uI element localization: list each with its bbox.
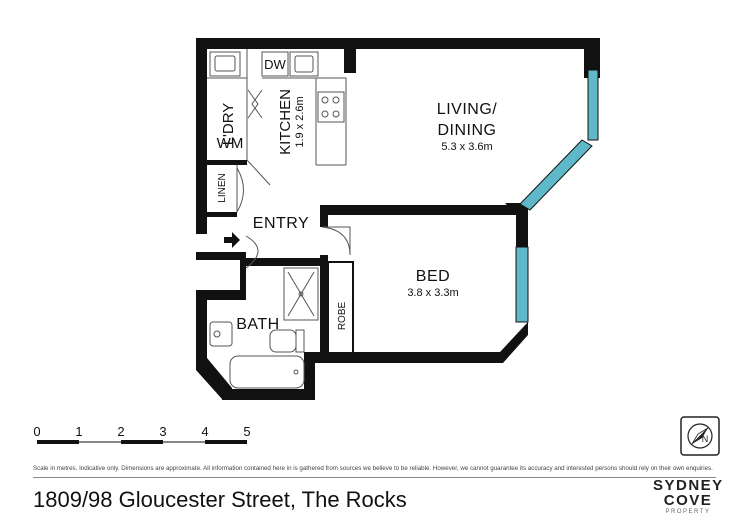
toilet	[269, 329, 297, 353]
bath-fixtures	[209, 267, 319, 389]
living-label-line1: LIVING/	[437, 101, 497, 118]
bed-label: BED	[416, 268, 450, 285]
svg-text:N: N	[702, 434, 709, 444]
bath-label: BATH	[236, 316, 279, 333]
entry-arrow-icon	[224, 232, 240, 248]
brand-line3: PROPERTY	[665, 509, 711, 515]
shower-drain-icon	[298, 291, 304, 297]
windows	[515, 69, 599, 323]
kitchen-size: 1.9 x 2.6m	[294, 96, 306, 147]
window-bed	[515, 246, 529, 323]
basin-tap-icon	[213, 330, 221, 338]
linen-label: LINEN	[217, 173, 228, 202]
basin	[209, 321, 233, 347]
bathtub	[229, 355, 305, 389]
window-living-right	[587, 69, 599, 141]
scale-tick-4: 4	[201, 424, 208, 439]
kitchen-fixtures	[207, 49, 347, 186]
shower	[283, 267, 319, 321]
brand-line1: SYDNEY	[653, 477, 724, 494]
living-size: 5.3 x 3.6m	[441, 141, 492, 153]
walls	[196, 38, 600, 400]
burner-icon	[321, 96, 329, 104]
tub-drain-icon	[293, 369, 299, 375]
property-address: 1809/98 Gloucester Street, The Rocks	[33, 487, 407, 512]
bed-door-icon	[321, 226, 351, 256]
living-label-line2: DINING	[438, 122, 497, 139]
scale-tick-2: 2	[117, 424, 124, 439]
laundry-tub	[209, 51, 241, 77]
floor-plan: L'DRY WM DW KITCHEN 1.9 x 2.6m LIVING/ D…	[33, 38, 720, 456]
scale-bar: 0 1 2 3 4 5	[33, 424, 251, 444]
kitchen-label: KITCHEN	[277, 89, 294, 155]
dishwasher-label: DW	[264, 57, 286, 72]
laundry-label: L'DRY	[220, 103, 237, 146]
compass-north-icon: N	[680, 416, 720, 456]
scale-tick-1: 1	[75, 424, 82, 439]
washing-machine-label: WM	[217, 135, 244, 152]
doors	[236, 165, 351, 269]
window-living-diagonal	[519, 139, 593, 211]
dishwasher	[261, 51, 289, 77]
entry-label: ENTRY	[253, 215, 309, 232]
brand-logo: SYDNEY COVE PROPERTY	[653, 478, 723, 515]
linen-door-icon	[236, 167, 244, 213]
scale-tick-5: 5	[243, 424, 250, 439]
laundry-sink-icon	[214, 55, 236, 72]
scale-tick-0: 0	[33, 424, 40, 439]
entry-door-swing-icon	[245, 235, 259, 269]
bifold-door-icon	[247, 89, 259, 119]
bed-size: 3.8 x 3.3m	[407, 287, 458, 299]
robe-label: ROBE	[337, 302, 348, 331]
scale-tick-3: 3	[159, 424, 166, 439]
divider	[33, 477, 716, 478]
kitchen-sink	[289, 51, 319, 77]
brand-line2: COVE	[663, 492, 713, 509]
cooktop	[317, 91, 345, 123]
disclaimer: Scale in metres. Indicative only. Dimens…	[33, 465, 713, 472]
sink-bowl-icon	[294, 55, 314, 73]
